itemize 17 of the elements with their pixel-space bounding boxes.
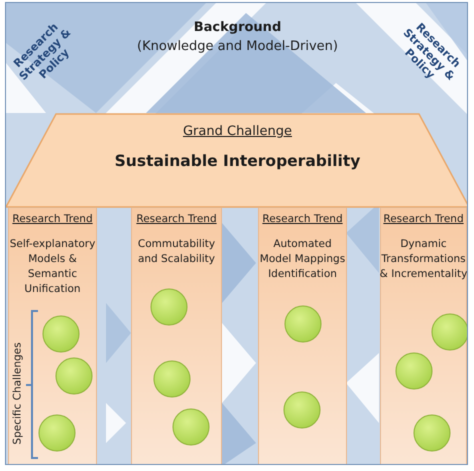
trend-column (380, 208, 467, 464)
trend-column (8, 208, 97, 464)
heading: Background (192, 20, 282, 35)
column-heading: Research Trend (11, 213, 94, 225)
bracket-label: Specific Challenges (12, 341, 24, 447)
column-heading: Research Trend (382, 213, 465, 225)
trend-name: Self-explanatory Models & Semantic Unification (8, 237, 96, 297)
banner-heading: Grand Challenge (182, 124, 293, 139)
trend-column (131, 208, 222, 464)
trend-column (258, 208, 347, 464)
trend-name: Dynamic Transformations & Incrementality (379, 237, 467, 282)
subheading: (Knowledge and Model-Driven) (136, 39, 339, 54)
column-heading: Research Trend (135, 213, 218, 225)
trend-name: Commutability and Scalability (136, 237, 216, 267)
trend-name: Automated Model Mappings Identification (258, 237, 346, 282)
column-heading: Research Trend (261, 213, 344, 225)
banner-title: Sustainable Interoperability (114, 152, 362, 170)
